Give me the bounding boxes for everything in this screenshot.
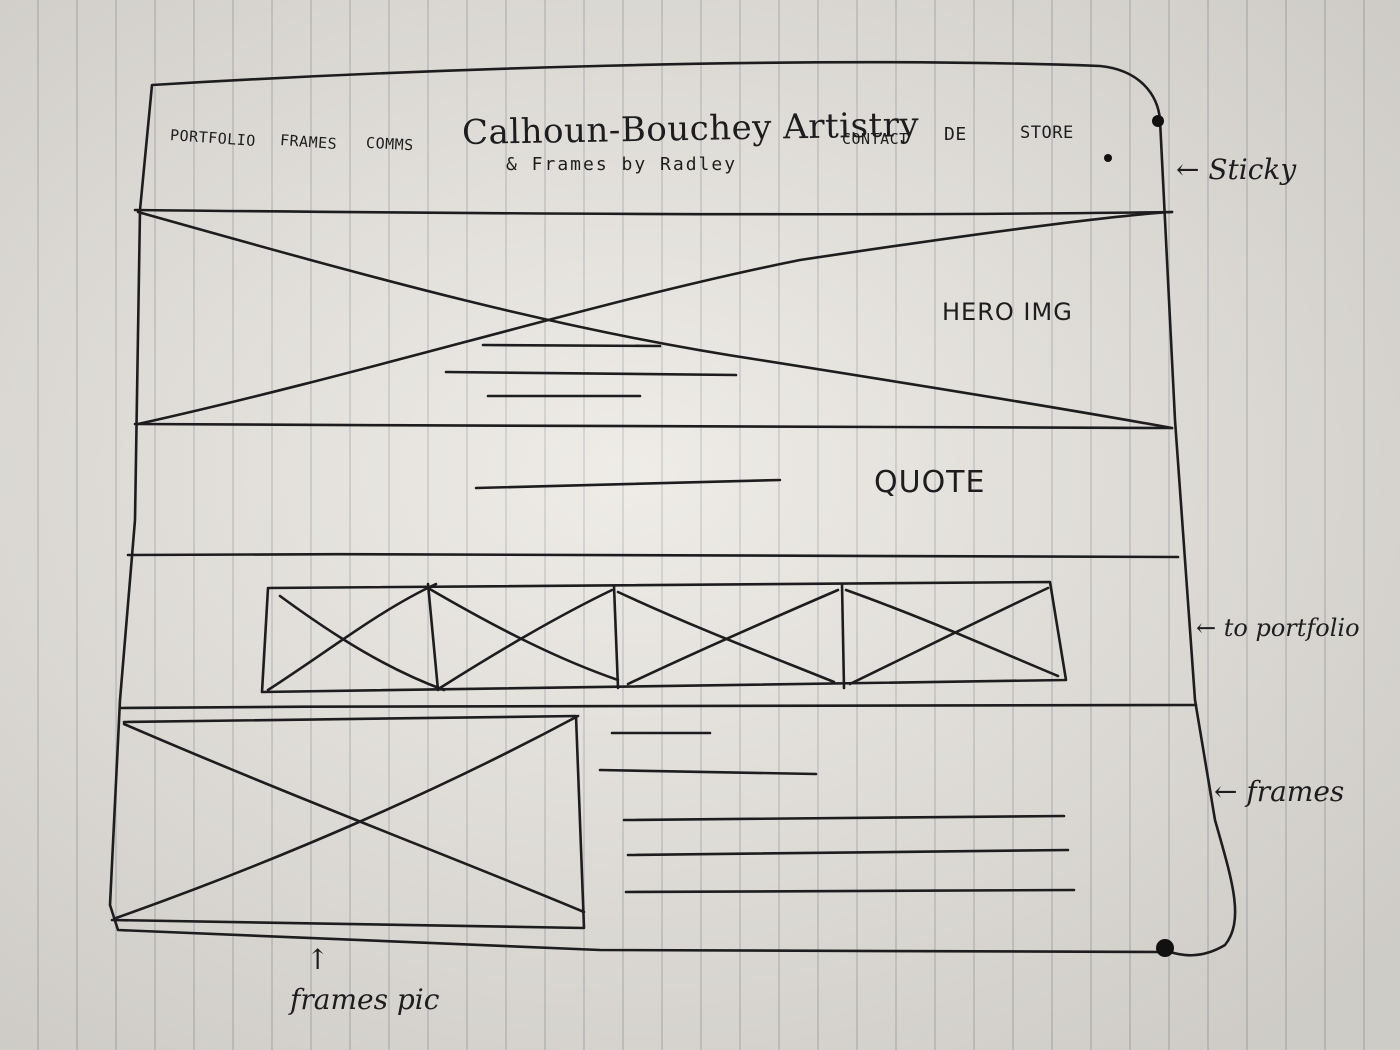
- portfolio-thumb-1-x2: [266, 582, 438, 692]
- site-subtitle: & Frames by Radley: [506, 154, 738, 175]
- page-outline: [108, 60, 1237, 957]
- frames-pic-outline: [110, 714, 586, 930]
- hero-bottom-border: [133, 422, 1174, 430]
- ink-blot: [1104, 154, 1112, 162]
- annotation-frames: ← frames: [1214, 775, 1345, 808]
- portfolio-thumb-4-x1: [844, 588, 1060, 678]
- nav-link-store[interactable]: Store: [1020, 123, 1074, 143]
- portfolio-thumb-2-x2: [438, 588, 614, 690]
- portfolio-thumb-3-x1: [616, 590, 836, 684]
- frames-text-line-3: [622, 814, 1066, 822]
- portfolio-divider-2: [612, 584, 620, 690]
- quote-text-line: [474, 478, 782, 490]
- annotation-frames-pic: frames pic: [290, 983, 440, 1016]
- frames-text-line-4: [626, 848, 1070, 857]
- frames-text-line-5: [624, 888, 1076, 894]
- portfolio-divider-1: [426, 582, 440, 692]
- annotation-to-portfolio: ← to portfolio: [1196, 614, 1360, 642]
- portfolio-strip-outline: [260, 580, 1068, 694]
- portfolio-bottom-border: [118, 703, 1198, 710]
- hero-text-line-2: [444, 370, 738, 377]
- hero-label: HERO IMG: [942, 298, 1073, 326]
- portfolio-thumb-4-x2: [848, 586, 1050, 686]
- frames-pic-x1: [122, 722, 586, 914]
- hero-placeholder-x1: [136, 210, 1174, 430]
- portfolio-thumb-2-x1: [426, 586, 620, 682]
- portfolio-thumb-3-x2: [626, 588, 840, 686]
- header-divider: [133, 208, 1174, 216]
- quote-label: QUOTE: [874, 465, 986, 500]
- arrow-up-icon: ↑: [306, 943, 330, 976]
- nav-link-frames[interactable]: Frames: [279, 131, 338, 153]
- nav-link-contact[interactable]: Contact: [842, 130, 909, 148]
- nav-link-de[interactable]: DE: [944, 124, 967, 145]
- portfolio-divider-3: [840, 582, 846, 690]
- ink-blot: [1156, 939, 1174, 957]
- quote-bottom-border: [126, 552, 1180, 559]
- annotation-sticky: ← Sticky: [1176, 153, 1297, 186]
- hero-text-line-1: [481, 343, 662, 348]
- hero-placeholder-x2: [136, 210, 1174, 426]
- frames-text-line-2: [598, 768, 818, 776]
- nav-link-comms[interactable]: Comms: [365, 133, 415, 155]
- frames-pic-x2: [114, 714, 580, 920]
- ink-blot: [1152, 115, 1164, 127]
- portfolio-thumb-1-x1: [278, 594, 446, 692]
